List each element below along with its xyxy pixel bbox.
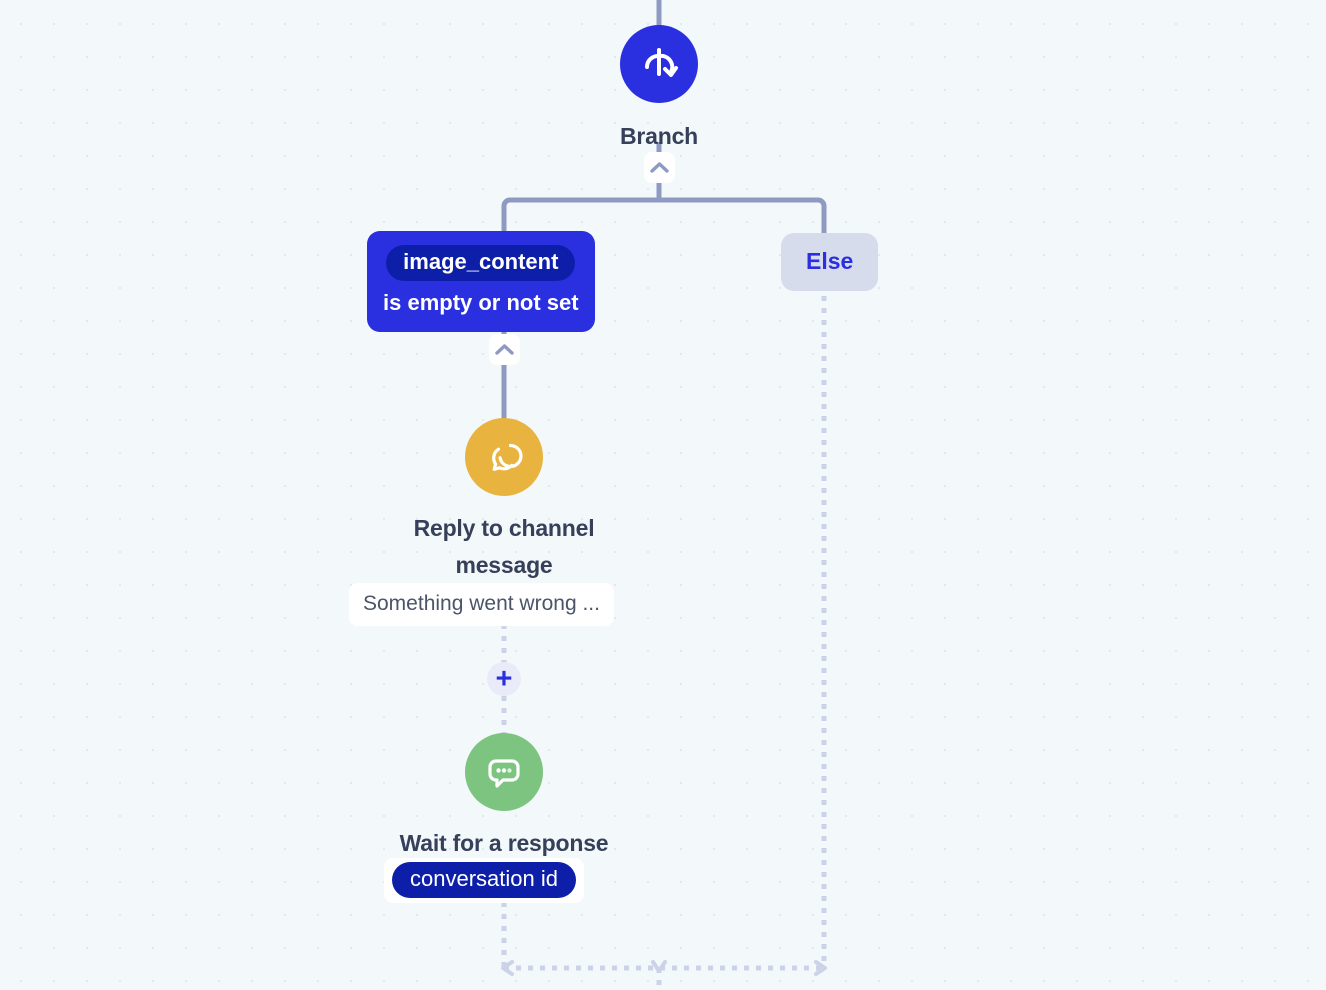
condition-variable-pill: image_content: [386, 245, 576, 281]
wait-for-response-node[interactable]: [465, 733, 543, 811]
branch-icon: [620, 25, 698, 103]
wait-node-label: Wait for a response: [399, 830, 609, 856]
branch-glyph-icon: [645, 48, 678, 77]
chevron-up-icon: [650, 162, 669, 173]
reply-node-label: Reply to channel message: [413, 515, 595, 578]
branch-node[interactable]: [620, 25, 698, 103]
branch-condition-box[interactable]: image_content is empty or not set: [367, 231, 595, 332]
reply-preview-chip[interactable]: Something went wrong ...: [349, 583, 614, 626]
branch-collapse-button[interactable]: [644, 152, 675, 183]
conversation-id-chip: conversation id: [392, 862, 576, 898]
branch-else-badge[interactable]: Else: [781, 233, 879, 291]
condition-operator-text: is empty or not set: [383, 290, 579, 315]
merge-arrow-down-icon: [651, 960, 667, 973]
connector-split-right: [656, 197, 827, 236]
branch-node-label: Branch: [619, 123, 699, 149]
wait-variable-chip-container[interactable]: conversation id: [384, 858, 584, 903]
merge-arrow-right-icon: [814, 960, 827, 976]
condition-collapse-button[interactable]: [489, 334, 520, 365]
add-step-button[interactable]: +: [487, 662, 521, 696]
plus-icon: +: [495, 663, 513, 695]
reply-to-channel-message-node[interactable]: [465, 418, 543, 496]
chat-bubble-dots-icon: [465, 733, 543, 811]
merge-arrow-left-icon: [501, 960, 514, 976]
reply-message-glyph-icon: [492, 443, 523, 471]
chat-bubble-dots-glyph-icon: [488, 759, 520, 788]
reply-message-icon: [465, 418, 543, 496]
chevron-up-icon: [495, 344, 514, 355]
connector-split-left: [501, 197, 662, 236]
